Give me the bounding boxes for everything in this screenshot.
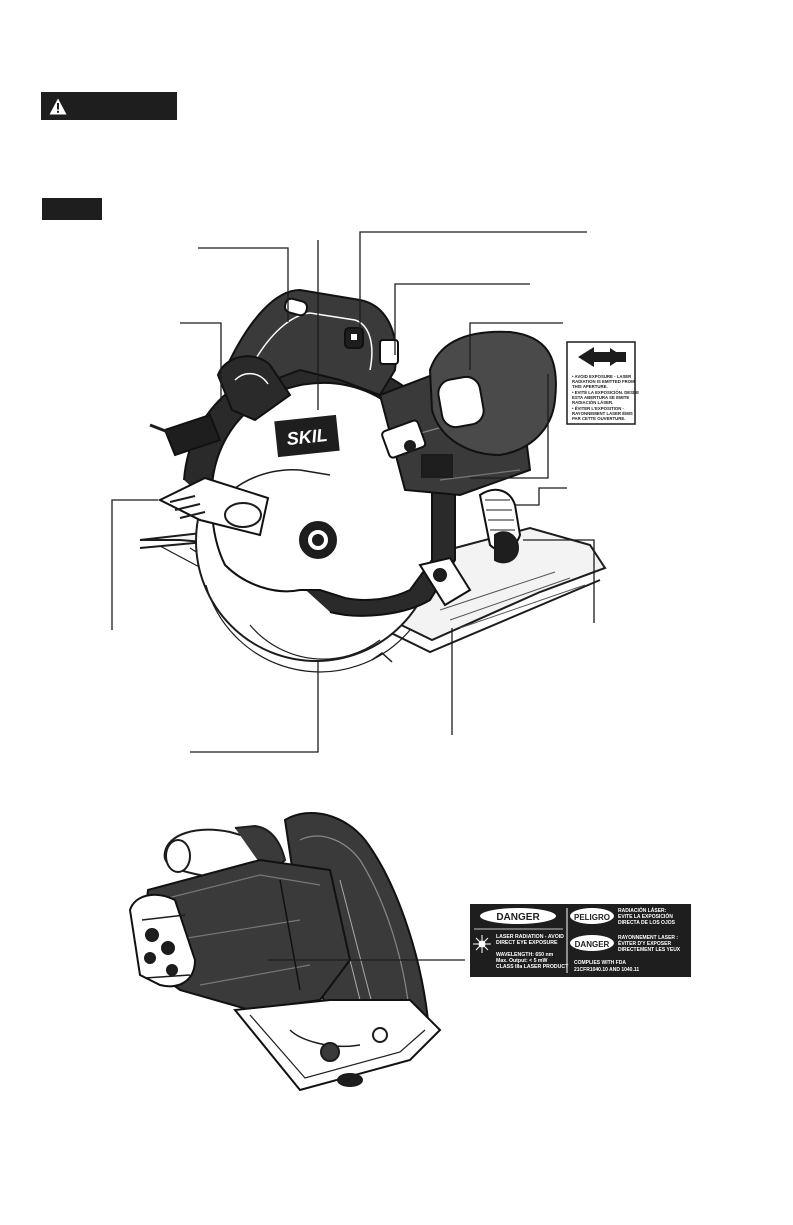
warning-label-bar <box>41 92 177 120</box>
laser-label-line: • EVITE LA EXPOSICIÓN. DESDE <box>572 390 639 395</box>
laser-label-line: RADIACIÓN LÁSER. <box>572 400 613 405</box>
danger-title: DANGER <box>496 912 540 923</box>
laser-label-line: THIS APERTURE. <box>572 384 608 389</box>
depth-clamp <box>418 556 472 607</box>
laser-label-line: RADIATION IS EMITTED FROM <box>572 379 635 384</box>
saw-rear-view <box>128 811 442 1092</box>
peligro-line: EVITE LA EXPOSICIÓN <box>618 912 673 920</box>
warning-triangle-icon <box>49 98 67 114</box>
leader-line <box>394 283 530 355</box>
peligro-badge <box>570 908 614 924</box>
leader-line <box>198 247 289 322</box>
leader-line <box>111 499 158 630</box>
laser-label-line: RAYONNEMENT LASER ÉMIS <box>572 411 633 416</box>
bevel-adjustment <box>478 488 522 564</box>
danger-spec-line: CLASS IIIa LASER PRODUCT <box>496 964 569 970</box>
motor-end-cap <box>428 330 557 457</box>
peligro-line: DIRECTA DE LOS OJOS <box>618 920 676 926</box>
figure-tag <box>42 198 102 220</box>
rear-base-plate <box>233 999 442 1092</box>
danger-fr-badge <box>570 935 614 951</box>
leader-line <box>190 660 319 753</box>
laser-label-line: • AVOID EXPOSURE - LASER <box>572 374 632 379</box>
danger-label: DANGER LASER RADIATION - AVOID DIRECT EY… <box>470 904 691 977</box>
fda-line: COMPLIES WITH FDA <box>574 960 626 966</box>
skil-logo-text: SKIL <box>286 425 329 449</box>
saw-side-view <box>139 288 607 673</box>
laser-aperture-label: • AVOID EXPOSURE - LASER RADIATION IS EM… <box>566 341 639 425</box>
arrow-left-icon <box>578 347 626 367</box>
laser-burst-icon <box>473 935 491 953</box>
laser-housing <box>381 419 453 478</box>
danger-spec-line: Max. Output: < 5 mW <box>496 958 548 964</box>
danger-fr-line: DIRECTEMENT LES YEUX <box>618 947 681 953</box>
motor-vent-cap <box>128 893 197 988</box>
auxiliary-handle <box>216 355 292 422</box>
danger-badge <box>480 908 556 924</box>
peligro-title: PELIGRO <box>574 913 610 922</box>
laser-label-line: ESTA ABERTURA SE EMITE <box>572 395 629 400</box>
leader-line <box>470 374 549 479</box>
blade-arbor <box>299 521 337 559</box>
danger-fr-line: ÉVITER D'Y EXPOSER <box>618 939 671 947</box>
leader-line <box>469 322 563 370</box>
leader-line <box>515 487 567 506</box>
danger-radiation-line: DIRECT EYE EXPOSURE <box>496 940 558 946</box>
danger-fr-title: DANGER <box>575 940 610 949</box>
danger-fr-line: RAYONNEMENT LASER : <box>618 935 678 941</box>
lower-guard-lever <box>157 476 270 537</box>
peligro-line: RADIACIÓN LÁSER: <box>618 906 667 914</box>
skil-logo: SKIL <box>274 414 340 458</box>
leader-line <box>523 539 595 623</box>
laser-label-line: • ÉVITER L'EXPOSITION - <box>572 406 625 411</box>
dust-exhaust <box>149 413 222 457</box>
laser-label-line: PAR CETTE OUVERTURE. <box>572 416 625 421</box>
danger-spec-line: WAVELENGTH: 650 nm <box>496 952 554 958</box>
danger-radiation-line: LASER RADIATION - AVOID <box>496 934 564 940</box>
callout-leader-lines <box>111 231 595 753</box>
leader-line <box>359 231 587 340</box>
fda-line: 21CFR1040.10 AND 1040.11 <box>574 967 639 973</box>
leader-line <box>180 322 222 402</box>
